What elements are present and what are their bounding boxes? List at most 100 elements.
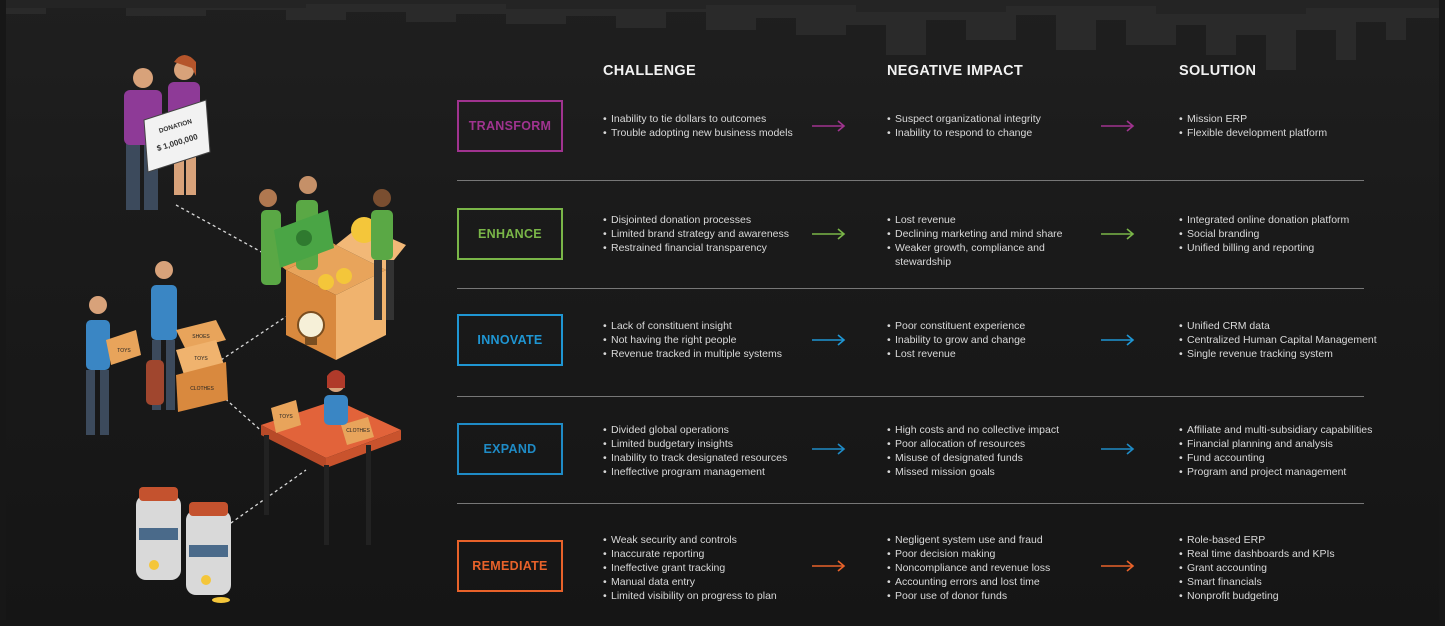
list-item: Declining marketing and mind share [887, 227, 1087, 241]
list-item: Inability to track designated resources [603, 451, 813, 465]
list-item: Flexible development platform [1179, 126, 1379, 140]
list-item: Restrained financial transparency [603, 241, 813, 255]
list-item: Negligent system use and fraud [887, 533, 1087, 547]
list-item: Poor use of donor funds [887, 589, 1087, 603]
list-item: Limited budgetary insights [603, 437, 813, 451]
solution-list: Integrated online donation platformSocia… [1179, 213, 1379, 255]
arrow-right-icon [812, 560, 846, 572]
impact-list: Negligent system use and fraudPoor decis… [887, 533, 1087, 603]
svg-text:CLOTHES: CLOTHES [190, 386, 214, 392]
arrow-right-icon [1101, 560, 1135, 572]
list-item: Fund accounting [1179, 451, 1379, 465]
svg-text:TOYS: TOYS [279, 414, 293, 420]
column-heading-challenge: CHALLENGE [603, 63, 696, 79]
couple-with-check: DONATION $ 1,000,000 [124, 55, 211, 210]
challenge-list: Weak security and controlsInaccurate rep… [603, 533, 813, 603]
row-divider [457, 503, 1364, 504]
list-item: Inability to tie dollars to outcomes [603, 112, 813, 126]
list-item: Divided global operations [603, 423, 813, 437]
svg-text:TOYS: TOYS [194, 356, 208, 362]
list-item: Weak security and controls [603, 533, 813, 547]
list-item: Weaker growth, compliance and stewardshi… [887, 241, 1087, 269]
arrow-right-icon [812, 120, 846, 132]
impact-list: Suspect organizational integrityInabilit… [887, 112, 1087, 140]
list-item: Smart financials [1179, 575, 1379, 589]
list-item: Limited brand strategy and awareness [603, 227, 813, 241]
challenge-list: Lack of constituent insightNot having th… [603, 319, 813, 361]
list-item: Suspect organizational integrity [887, 112, 1087, 126]
list-item: Unified CRM data [1179, 319, 1379, 333]
list-item: Poor constituent experience [887, 319, 1087, 333]
list-item: Trouble adopting new business models [603, 126, 813, 140]
list-item: Integrated online donation platform [1179, 213, 1379, 227]
list-item: Inability to respond to change [887, 126, 1087, 140]
row-label-expand: EXPAND [457, 423, 563, 475]
arrow-right-icon [812, 334, 846, 346]
column-heading-solution: SOLUTION [1179, 63, 1257, 79]
arrow-right-icon [1101, 228, 1135, 240]
arrow-right-icon [812, 443, 846, 455]
list-item: Mission ERP [1179, 112, 1379, 126]
row-divider [457, 396, 1364, 397]
column-heading-negative-impact: NEGATIVE IMPACT [887, 63, 1024, 79]
list-item: Financial planning and analysis [1179, 437, 1379, 451]
list-item: Single revenue tracking system [1179, 347, 1379, 361]
challenge-list: Divided global operationsLimited budgeta… [603, 423, 813, 479]
row-divider [457, 288, 1364, 289]
arrow-right-icon [1101, 120, 1135, 132]
list-item: Grant accounting [1179, 561, 1379, 575]
challenge-list: Disjointed donation processesLimited bra… [603, 213, 813, 255]
row-label-innovate: INNOVATE [457, 314, 563, 366]
list-item: Poor allocation of resources [887, 437, 1087, 451]
row-label-transform: TRANSFORM [457, 100, 563, 152]
list-item: Manual data entry [603, 575, 813, 589]
list-item: Revenue tracked in multiple systems [603, 347, 813, 361]
list-item: Poor decision making [887, 547, 1087, 561]
challenge-list: Inability to tie dollars to outcomesTrou… [603, 112, 813, 140]
coin-jars [136, 487, 231, 603]
list-item: Ineffective program management [603, 465, 813, 479]
arrow-right-icon [1101, 443, 1135, 455]
list-item: Lost revenue [887, 213, 1087, 227]
list-item: Affiliate and multi-subsidiary capabilit… [1179, 423, 1379, 437]
arrow-right-icon [1101, 334, 1135, 346]
donors-with-boxes: TOYS SHOES TOYS CLOTHES [86, 261, 228, 435]
list-item: Missed mission goals [887, 465, 1087, 479]
list-item: Inability to grow and change [887, 333, 1087, 347]
impact-list: Poor constituent experienceInability to … [887, 319, 1087, 361]
svg-text:TOYS: TOYS [117, 348, 131, 354]
list-item: Lack of constituent insight [603, 319, 813, 333]
solution-list: Affiliate and multi-subsidiary capabilit… [1179, 423, 1379, 479]
svg-text:CLOTHES: CLOTHES [346, 428, 370, 434]
list-item: High costs and no collective impact [887, 423, 1087, 437]
list-item: Real time dashboards and KPIs [1179, 547, 1379, 561]
solution-list: Unified CRM dataCentralized Human Capita… [1179, 319, 1379, 361]
impact-list: Lost revenueDeclining marketing and mind… [887, 213, 1087, 269]
impact-list: High costs and no collective impactPoor … [887, 423, 1087, 479]
volunteers-group [259, 176, 394, 320]
list-item: Centralized Human Capital Management [1179, 333, 1379, 347]
list-item: Not having the right people [603, 333, 813, 347]
list-item: Limited visibility on progress to plan [603, 589, 813, 603]
infographic-frame: DONATION $ 1,000,000 [6, 0, 1439, 620]
donation-table: TOYS CLOTHES [261, 370, 401, 545]
list-item: Program and project management [1179, 465, 1379, 479]
donation-illustration: DONATION $ 1,000,000 [86, 55, 406, 603]
list-item: Role-based ERP [1179, 533, 1379, 547]
city-skyline [6, 0, 1439, 70]
list-item: Accounting errors and lost time [887, 575, 1087, 589]
list-item: Noncompliance and revenue loss [887, 561, 1087, 575]
row-divider [457, 180, 1364, 181]
list-item: Unified billing and reporting [1179, 241, 1379, 255]
solution-list: Mission ERPFlexible development platform [1179, 112, 1379, 140]
list-item: Social branding [1179, 227, 1379, 241]
arrow-right-icon [812, 228, 846, 240]
solution-list: Role-based ERPReal time dashboards and K… [1179, 533, 1379, 603]
list-item: Disjointed donation processes [603, 213, 813, 227]
list-item: Ineffective grant tracking [603, 561, 813, 575]
list-item: Nonprofit budgeting [1179, 589, 1379, 603]
list-item: Lost revenue [887, 347, 1087, 361]
list-item: Misuse of designated funds [887, 451, 1087, 465]
row-label-enhance: ENHANCE [457, 208, 563, 260]
list-item: Inaccurate reporting [603, 547, 813, 561]
